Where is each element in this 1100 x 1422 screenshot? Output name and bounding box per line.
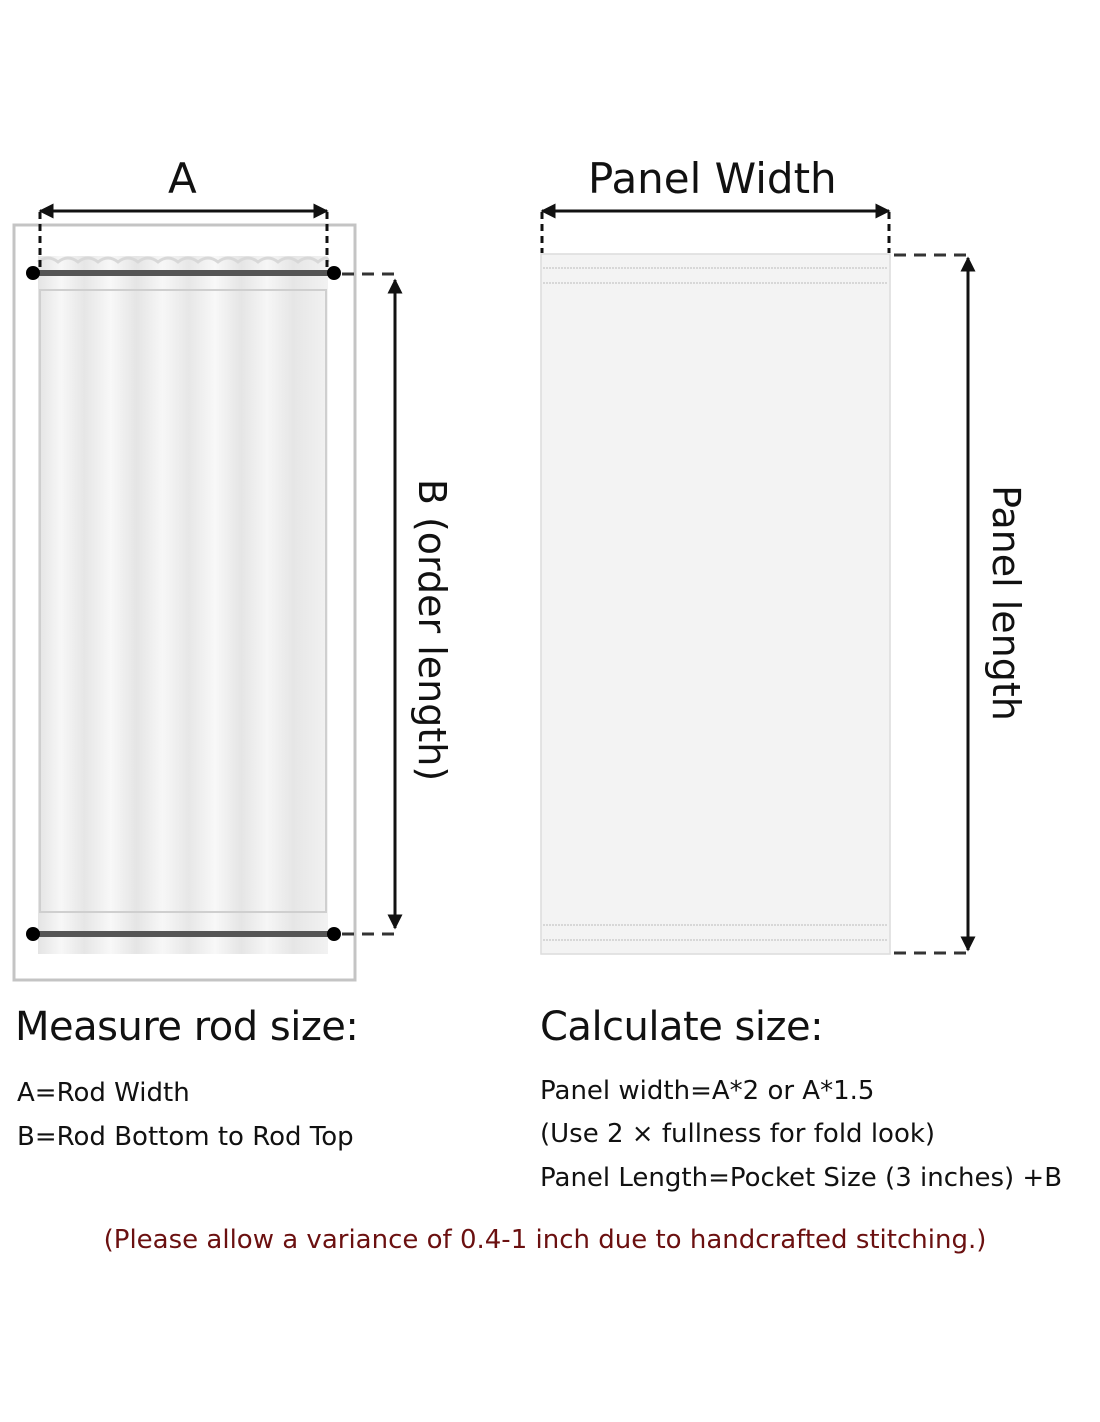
calculate-line-width: Panel width=A*2 or A*1.5 bbox=[540, 1076, 875, 1106]
dimension-b-arrow bbox=[342, 272, 403, 936]
panel-illustration bbox=[540, 253, 891, 955]
curtain-illustration bbox=[37, 256, 330, 954]
panel-width-arrow bbox=[540, 203, 891, 253]
bottom-rod bbox=[26, 927, 341, 941]
dimension-a-arrow bbox=[38, 203, 329, 268]
panel-length-arrow bbox=[894, 253, 976, 955]
top-rod bbox=[26, 266, 341, 280]
calculate-heading: Calculate size: bbox=[540, 1004, 824, 1050]
window-frame bbox=[12, 223, 357, 982]
label-panel-width: Panel Width bbox=[588, 154, 837, 203]
label-panel-length: Panel length bbox=[984, 485, 1028, 721]
measure-heading: Measure rod size: bbox=[15, 1004, 359, 1050]
variance-note: (Please allow a variance of 0.4-1 inch d… bbox=[103, 1225, 987, 1255]
calculate-line-fullness: (Use 2 × fullness for fold look) bbox=[540, 1119, 936, 1149]
measure-line-a: A=Rod Width bbox=[17, 1078, 190, 1108]
label-a: A bbox=[168, 154, 197, 203]
label-b-order-length: B (order length) bbox=[410, 478, 454, 782]
measure-line-b: B=Rod Bottom to Rod Top bbox=[17, 1122, 354, 1152]
calculate-line-length: Panel Length=Pocket Size (3 inches) +B bbox=[540, 1163, 1063, 1193]
